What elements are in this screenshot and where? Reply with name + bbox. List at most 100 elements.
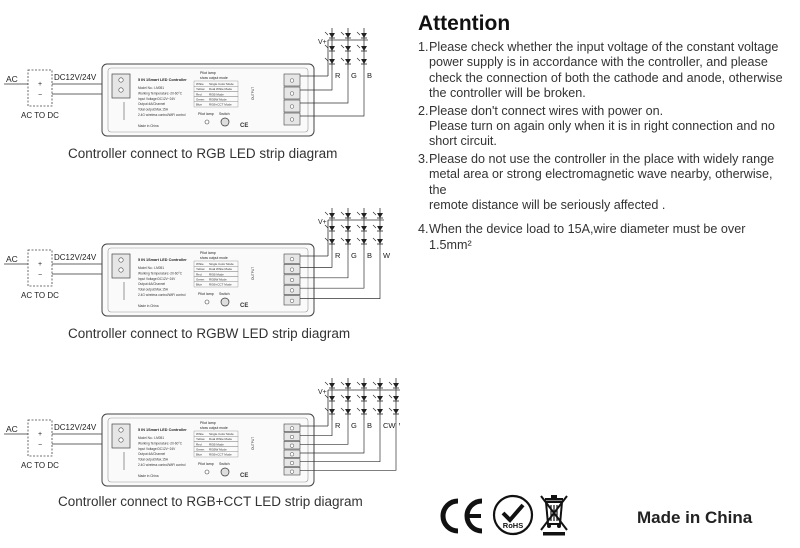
attention-line: Please turn on again only when it is in … xyxy=(429,119,775,134)
led-icon xyxy=(329,59,335,64)
led-ray xyxy=(388,381,393,386)
mode-color: White xyxy=(196,262,204,266)
vplus-label: V+ xyxy=(318,219,327,226)
led-ray xyxy=(372,211,377,216)
input-terminal xyxy=(111,253,131,279)
converter-label: AC TO DC xyxy=(21,111,59,120)
mode-color: Green xyxy=(196,448,205,452)
led-icon xyxy=(345,409,351,414)
ac-label: AC xyxy=(6,424,18,434)
controller-spec: Input Voltage:DC12V~24V xyxy=(138,277,176,281)
input-terminal xyxy=(111,73,131,99)
output-label: OUTPUT xyxy=(251,87,255,100)
dc-label: DC12V/24V xyxy=(54,253,97,262)
led-ray xyxy=(340,31,345,36)
pilot-lamp-title: Pilot lamp xyxy=(200,71,216,75)
led-ray xyxy=(356,211,361,216)
terminal-screw-icon xyxy=(289,257,295,262)
mode-color: Blue xyxy=(196,103,202,107)
led-ray xyxy=(356,31,361,36)
controller-spec: Working Temperature:-20-60°C xyxy=(138,91,183,95)
led-icon xyxy=(377,239,383,244)
ac-label: AC xyxy=(6,254,18,264)
led-ray xyxy=(356,407,361,412)
led-ray xyxy=(372,237,377,242)
mode-name: RGB Mode xyxy=(209,442,224,446)
ce-small-icon: CE xyxy=(240,123,248,129)
mode-color: Green xyxy=(196,278,205,282)
led-ray xyxy=(340,57,345,62)
terminal-screw-icon xyxy=(289,104,295,109)
output-label: OUTPUT xyxy=(251,437,255,450)
attention-item-number: 4. xyxy=(418,222,429,237)
terminal-screw-icon xyxy=(289,460,295,466)
controller-spec: 2.4G wireless control/WiFi control xyxy=(138,113,186,117)
mode-name: RGB+CCT Mode xyxy=(209,453,232,457)
pilot-lamp-label: Pilot lamp xyxy=(198,292,214,296)
converter-plus: + xyxy=(38,81,42,88)
attention-line: metal area or strong electromagnetic wav… xyxy=(429,167,773,197)
terminal-screw-icon xyxy=(289,434,295,440)
controller-face xyxy=(107,247,309,313)
led-ray xyxy=(356,381,361,386)
led-icon xyxy=(361,59,367,64)
mode-color: White xyxy=(196,82,204,86)
terminal-screw-icon xyxy=(118,437,124,443)
controller-spec: 2.4G wireless control/WiFi control xyxy=(138,463,186,467)
terminal-screw-icon xyxy=(289,298,295,303)
led-icon xyxy=(329,383,335,388)
terminal-screw-icon xyxy=(289,443,295,448)
attention-line: check the connection of both the cathode… xyxy=(429,70,783,85)
mode-name: Single Color Mode xyxy=(209,432,234,436)
terminal-screw-icon xyxy=(289,288,295,293)
ce-mark-icon xyxy=(440,498,483,534)
led-icon xyxy=(329,46,335,51)
channel-label: G xyxy=(351,71,357,80)
converter-plus: + xyxy=(38,431,42,438)
output-label: OUTPUT xyxy=(251,267,255,280)
led-ray xyxy=(356,44,361,49)
channel-wire xyxy=(300,250,349,279)
pilot-lamp-label: Pilot lamp xyxy=(198,112,214,116)
led-ray xyxy=(356,57,361,62)
controller-spec: Input Voltage:DC12V~24V xyxy=(138,447,176,451)
led-ray xyxy=(388,407,393,412)
pilot-lamp-icon xyxy=(204,299,210,305)
led-icon xyxy=(345,239,351,244)
channel-label: WW xyxy=(399,421,400,430)
led-ray xyxy=(356,237,361,242)
led-icon xyxy=(345,383,351,388)
switch-button-icon xyxy=(220,467,230,477)
controller-spec: Input Voltage:DC12V~24V xyxy=(138,97,176,101)
led-icon xyxy=(329,396,335,401)
led-icon xyxy=(329,409,335,414)
mode-row xyxy=(193,281,239,288)
attention-item-number: 2. xyxy=(418,103,429,118)
rgbw-diagram-caption: Controller connect to RGBW LED strip dia… xyxy=(68,326,351,341)
pilot-lamp-icon xyxy=(204,119,210,125)
mode-name: RGB+CCT Mode xyxy=(209,283,232,287)
led-icon xyxy=(361,396,367,401)
channel-label: R xyxy=(335,71,341,80)
switch-label: Switch xyxy=(219,292,230,296)
led-ray xyxy=(324,211,329,216)
controller-model: 5 IN 1Smart LED Controller xyxy=(138,258,187,262)
controller-face xyxy=(107,417,309,483)
controller-spec: Total output:Max.15A xyxy=(138,288,169,292)
terminal-screw-icon xyxy=(289,469,295,474)
channel-label: G xyxy=(351,251,357,260)
led-icon xyxy=(329,213,335,218)
controller-spec: Total output:Max.15A xyxy=(138,108,169,112)
controller-spec: Model No.: LM051 xyxy=(138,436,164,440)
ce-small-icon: CE xyxy=(240,473,248,479)
controller-spec: Model No.: LM051 xyxy=(138,266,164,270)
converter-minus: − xyxy=(38,92,42,99)
converter-minus: − xyxy=(38,272,42,279)
terminal-screw-icon xyxy=(289,91,295,96)
mode-name: RGBW Mode xyxy=(209,278,227,282)
rohs-icon: RoHS xyxy=(492,494,534,536)
switch-button-icon xyxy=(220,117,230,127)
led-ray xyxy=(372,394,377,399)
controller-housing xyxy=(101,413,315,487)
